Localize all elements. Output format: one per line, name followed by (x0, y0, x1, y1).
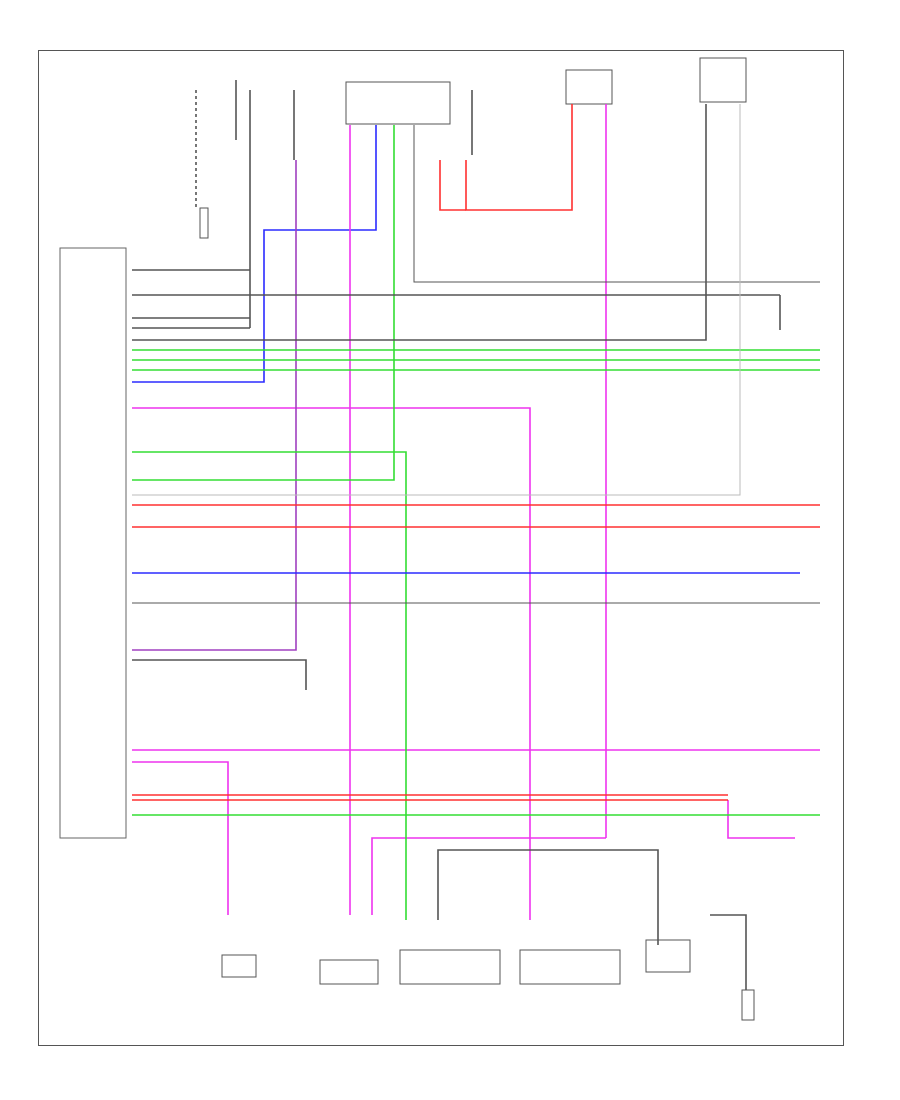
brake-fluid-switch (221, 954, 257, 978)
sport-switch (519, 949, 621, 985)
junction-block (699, 57, 747, 103)
lh-fuse-block (319, 959, 379, 985)
dark-wire-706 (132, 104, 707, 341)
dark-wire-bottom-loop (437, 849, 659, 945)
purple-wire (132, 160, 297, 651)
ground-junction (741, 989, 755, 1021)
blue-wire-top (132, 125, 377, 383)
stop-light-switch (565, 69, 613, 105)
pink-wire-right (727, 800, 795, 839)
ignition-switch (345, 81, 451, 125)
fuse-block-left (199, 207, 209, 239)
pink-wire-530 (132, 407, 531, 920)
green-wire-452 (132, 451, 407, 920)
dark-wire-right-vertical (132, 104, 741, 496)
diagram-frame (38, 50, 844, 1046)
dark-wire-280 (413, 125, 820, 283)
pink-wire-228 (132, 761, 229, 915)
engine-control-module (59, 247, 127, 839)
data-link-connector (645, 939, 691, 973)
pink-wire-bottom (371, 837, 606, 915)
dark-wire-ground (710, 914, 747, 990)
red-wire-stop-loop (439, 160, 466, 211)
dark-wire-660 (132, 659, 307, 690)
red-wire-stop-left (465, 104, 573, 211)
traction-control-switch (399, 949, 501, 985)
green-wire-vertical (132, 125, 395, 481)
